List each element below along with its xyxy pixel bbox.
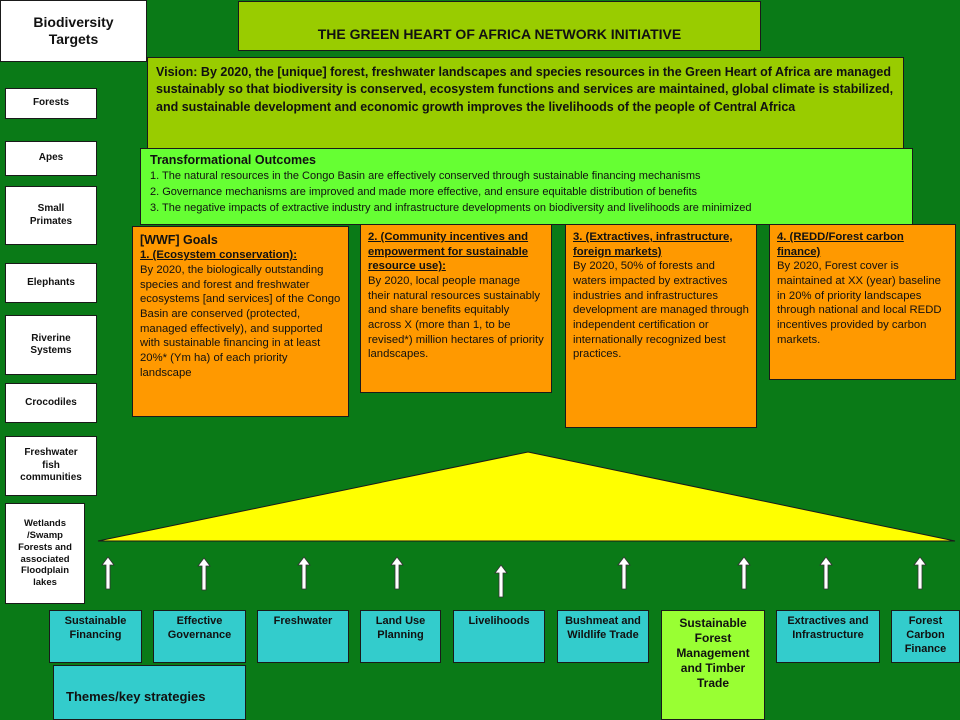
goal-text-3: By 2020, 50% of forests and waters impac…: [573, 260, 749, 361]
strategy-label: Freshwater: [273, 615, 333, 627]
target-label: Small Primates: [29, 203, 73, 227]
up-arrow-icon: [819, 556, 833, 590]
themes-label: Themes/key strategies: [66, 689, 206, 704]
target-label: Elephants: [27, 276, 75, 288]
strategy-freshwater: Freshwater: [257, 610, 349, 663]
target-label: Wetlands /Swamp Forests and associated F…: [18, 517, 72, 589]
goals-title: [WWF] Goals: [140, 233, 218, 247]
outcome-item-3: 3. The negative impacts of extractive in…: [150, 201, 752, 214]
goal-heading-4: 4. (REDD/Forest carbon finance): [777, 231, 904, 258]
goal-text-4: By 2020, Forest cover is maintained at X…: [777, 260, 942, 346]
goal-box-1: [WWF] Goals 1. (Ecosystem conservation):…: [132, 226, 349, 417]
strategy-label: Sustainable Financing: [64, 615, 127, 641]
strategy-effective-governance: Effective Governance: [153, 610, 246, 663]
goal-heading-3: 3. (Extractives, infrastructure, foreign…: [573, 231, 733, 258]
goal-text-2: By 2020, local people manage their natur…: [368, 275, 544, 361]
vision-box: Vision: By 2020, the [unique] forest, fr…: [147, 57, 904, 150]
outcomes-title: Transformational Outcomes: [150, 153, 317, 167]
strategy-label: Sustainable Forest Management and Timber…: [676, 616, 750, 690]
target-elephants: Elephants: [5, 263, 97, 303]
strategy-extractives: Extractives and Infrastructure: [776, 610, 880, 663]
up-arrow-icon: [197, 557, 211, 591]
strategy-sustainable-financing: Sustainable Financing: [49, 610, 142, 663]
strategy-bushmeat: Bushmeat and Wildlife Trade: [557, 610, 649, 663]
sidebar-title: Biodiversity Targets: [33, 13, 114, 48]
strategy-land-use-planning: Land Use Planning: [360, 610, 441, 663]
goal-box-4: 4. (REDD/Forest carbon finance) By 2020,…: [769, 224, 956, 380]
strategy-livelihoods: Livelihoods: [453, 610, 545, 663]
outcome-item-2: 2. Governance mechanisms are improved an…: [150, 185, 698, 198]
outcomes-box: Transformational Outcomes 1. The natural…: [140, 148, 913, 225]
strategy-label: Forest Carbon Finance: [904, 615, 947, 655]
goal-text-1: By 2020, the biologically outstanding sp…: [140, 263, 341, 379]
header-title-box: THE GREEN HEART OF AFRICA NETWORK INITIA…: [238, 1, 761, 51]
target-riverine-systems: Riverine Systems: [5, 315, 97, 375]
themes-label-box: Themes/key strategies: [53, 665, 246, 720]
goal-box-3: 3. (Extractives, infrastructure, foreign…: [565, 224, 757, 428]
sidebar-title-box: Biodiversity Targets: [0, 0, 147, 62]
target-label: Apes: [38, 152, 64, 164]
target-crocodiles: Crocodiles: [5, 383, 97, 423]
strategy-sustainable-forest-management: Sustainable Forest Management and Timber…: [661, 610, 765, 720]
target-small-primates: Small Primates: [5, 186, 97, 245]
strategy-label: Extractives and Infrastructure: [787, 615, 869, 641]
target-apes: Apes: [5, 141, 97, 176]
strategy-label: Land Use Planning: [375, 615, 426, 641]
triangle-shape: [97, 451, 956, 542]
up-arrow-icon: [390, 556, 404, 590]
target-label: Forests: [32, 97, 70, 109]
target-freshwater-fish: Freshwater fish communities: [5, 436, 97, 496]
goal-heading-1: 1. (Ecosystem conservation):: [140, 249, 297, 262]
up-arrow-icon: [737, 556, 751, 590]
up-arrow-icon: [297, 556, 311, 590]
up-arrow-icon: [913, 556, 927, 590]
strategy-label: Bushmeat and Wildlife Trade: [565, 615, 641, 641]
target-label: Riverine Systems: [30, 332, 72, 357]
header-title: THE GREEN HEART OF AFRICA NETWORK INITIA…: [317, 26, 682, 42]
strategy-forest-carbon-finance: Forest Carbon Finance: [891, 610, 960, 663]
up-arrow-icon: [617, 556, 631, 590]
goal-heading-2: 2. (Community incentives and empowerment…: [368, 231, 529, 273]
strategy-label: Livelihoods: [468, 615, 530, 627]
target-label: Crocodiles: [25, 396, 77, 408]
up-arrow-icon: [101, 556, 115, 590]
target-forests: Forests: [5, 88, 97, 119]
target-label: Freshwater fish communities: [20, 447, 82, 484]
goal-box-2: 2. (Community incentives and empowerment…: [360, 224, 552, 393]
outcome-item-1: 1. The natural resources in the Congo Ba…: [150, 170, 701, 182]
strategy-label: Effective Governance: [167, 615, 232, 641]
target-wetlands: Wetlands /Swamp Forests and associated F…: [5, 503, 85, 604]
up-arrow-icon: [494, 564, 508, 598]
vision-text: Vision: By 2020, the [unique] forest, fr…: [156, 65, 894, 114]
